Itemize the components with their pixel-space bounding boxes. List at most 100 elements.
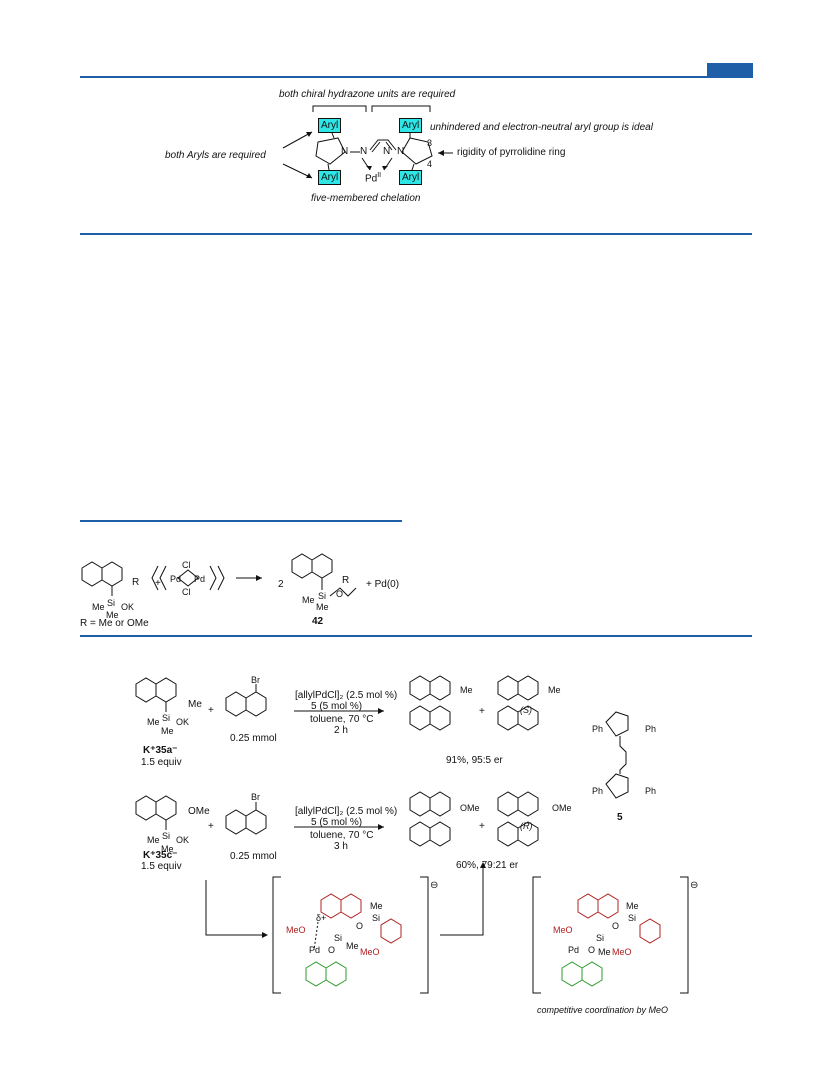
- minus-charge-right: ⊖: [690, 880, 699, 891]
- aryl-box-top-left: Aryl: [318, 118, 342, 133]
- row2-br: Br: [251, 792, 260, 802]
- row1-conditions-3: toluene, 70 °C: [310, 714, 374, 725]
- row2-reagent-equiv: 1.5 equiv: [141, 861, 182, 872]
- si-label: Si: [107, 598, 116, 608]
- row1-conditions-1: [allylPdCl]₂ (2.5 mol %): [295, 690, 398, 701]
- aryl-box-top-right: Aryl: [399, 118, 423, 133]
- me-label-a: Me: [92, 602, 105, 612]
- ligand-ph-3: Ph: [592, 786, 604, 796]
- caption-rigidity: rigidity of pyrrolidine ring: [457, 147, 566, 158]
- row1-substituent: Me: [188, 699, 202, 710]
- o-label-product: O: [336, 589, 344, 599]
- row1-br: Br: [251, 675, 260, 685]
- compound-42: 42: [312, 616, 324, 627]
- si-right-2: Si: [596, 933, 605, 943]
- plus-sign-1: +: [155, 578, 161, 589]
- row1-ok: OK: [176, 717, 190, 727]
- row2-stereo: (R): [520, 821, 533, 831]
- aryl-box-bottom-right: Aryl: [399, 170, 423, 185]
- dimer-pd-left: Pd: [170, 574, 182, 584]
- row2-result: 60%, 79:21 er: [456, 860, 519, 871]
- r-group: R: [132, 577, 140, 588]
- row2-me-a: Me: [147, 835, 160, 845]
- o-left-1: O: [356, 921, 364, 931]
- me-left-1: Me: [370, 901, 383, 911]
- row1-si: Si: [162, 713, 171, 723]
- caption-competitive-coordination: competitive coordination by MeO: [537, 1005, 669, 1015]
- caption-chelation: five-membered chelation: [311, 193, 421, 204]
- row2-conditions-2: 5 (5 mol %): [311, 817, 363, 828]
- me-label-b: Me: [106, 610, 119, 620]
- ligand-5-label: 5: [617, 812, 623, 823]
- row1-stereo: (S): [520, 705, 532, 715]
- top-rule: [80, 76, 752, 78]
- me-label-d: Me: [316, 602, 329, 612]
- caption-ideal-aryl: unhindered and electron-neutral aryl gro…: [430, 122, 653, 133]
- coefficient-2: 2: [278, 579, 284, 590]
- row1-reagent-equiv: 1.5 equiv: [141, 757, 182, 768]
- plus-pd0: + Pd(0): [366, 579, 400, 590]
- row1-result: 91%, 95:5 er: [446, 755, 503, 766]
- row2-conditions-1: [allylPdCl]₂ (2.5 mol %): [295, 806, 398, 817]
- r-group-product: R: [342, 575, 350, 586]
- row2-plus: +: [208, 821, 214, 832]
- row2-product1-ome: OMe: [460, 803, 480, 813]
- locant-4: 4: [427, 159, 433, 169]
- n-label-3: N: [383, 146, 391, 157]
- dimer-pd-right: Pd: [194, 574, 206, 584]
- row1-product2-me: Me: [548, 685, 561, 695]
- me-label-c: Me: [302, 595, 315, 605]
- row1-plus-products: +: [479, 706, 485, 717]
- o-right-1: O: [612, 921, 620, 931]
- n-label-1: N: [341, 146, 349, 157]
- row1-me-b: Me: [161, 726, 174, 736]
- meo-left-2: MeO: [360, 947, 380, 957]
- caption-both-aryls: both Aryls are required: [165, 150, 266, 161]
- pd-right: Pd: [568, 945, 580, 955]
- si-left-1: Si: [372, 913, 381, 923]
- si-right-1: Si: [628, 913, 637, 923]
- pd-left: Pd: [309, 945, 321, 955]
- row1-reagent-name: K⁺35a⁻: [143, 745, 178, 756]
- row1-bromide-amount: 0.25 mmol: [230, 733, 277, 744]
- row2-conditions-3: toluene, 70 °C: [310, 830, 374, 841]
- minus-charge-left: ⊖: [430, 880, 439, 891]
- row2-ok: OK: [176, 835, 190, 845]
- row2-plus-products: +: [479, 821, 485, 832]
- dimer-cl-bottom: Cl: [182, 587, 191, 597]
- row2-me-b: Me: [161, 844, 174, 854]
- n-label-4: N: [397, 146, 405, 157]
- row2-bromide-amount: 0.25 mmol: [230, 851, 277, 862]
- delta-plus: δ+: [316, 913, 327, 923]
- ligand-ph-1: Ph: [592, 724, 604, 734]
- page-tab-marker: [707, 63, 753, 78]
- si-label-product: Si: [318, 591, 327, 601]
- r-definition: R = Me or OMe: [80, 618, 149, 629]
- me-right-1: Me: [626, 901, 639, 911]
- row1-plus: +: [208, 705, 214, 716]
- pd-center: PdII: [365, 172, 382, 185]
- row1-conditions-2: 5 (5 mol %): [311, 701, 363, 712]
- section-rule-1: [80, 233, 752, 235]
- me-left-2: Me: [346, 941, 359, 951]
- row2-product2-ome: OMe: [552, 803, 572, 813]
- row2-reagent-name: K⁺35c⁻: [143, 850, 178, 861]
- o-right-2: O: [588, 945, 596, 955]
- o-left-2: O: [328, 945, 336, 955]
- meo-left-1: MeO: [286, 925, 306, 935]
- section-rule-2: [80, 520, 402, 522]
- row2-substituent: OMe: [188, 806, 210, 817]
- dimer-cl-top: Cl: [182, 560, 191, 570]
- meo-right-2: MeO: [612, 947, 632, 957]
- section-rule-3: [80, 635, 752, 637]
- row2-si: Si: [162, 831, 171, 841]
- ligand-ph-4: Ph: [645, 786, 657, 796]
- si-left-2: Si: [334, 933, 343, 943]
- aryl-box-bottom-left: Aryl: [318, 170, 342, 185]
- row1-product1-me: Me: [460, 685, 473, 695]
- row1-me-a: Me: [147, 717, 160, 727]
- n-label-2: N: [360, 146, 368, 157]
